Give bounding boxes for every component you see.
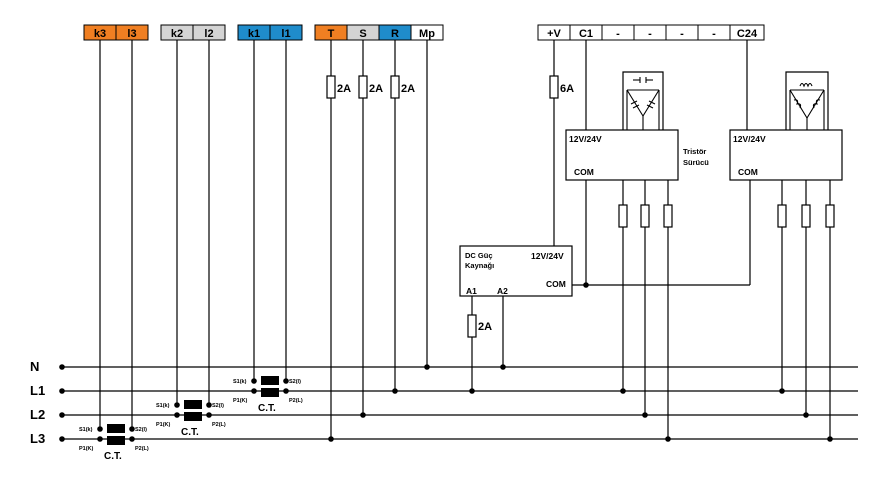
reactor-bank-icon [789,82,825,130]
terminal-R: R [391,28,399,40]
ct2-p1: P1(K) [156,422,171,428]
ct2-label: C.T. [181,427,199,438]
terminal-C1: C1 [579,28,593,40]
psu-a2: A2 [497,286,508,296]
ct-wires [99,40,287,429]
fuse-R-rating: 2A [401,83,415,95]
psu-wires [471,40,751,391]
driver2-voltage: 12V/24V [733,134,766,144]
label-L2: L2 [30,407,45,422]
thyristor-driver-1: 12V/24V COM [565,129,679,181]
ct3-label: C.T. [104,451,122,462]
terminal-dash-2: - [648,28,652,40]
terminal-C24: C24 [737,28,758,40]
ct3-s1: S1(k) [79,427,93,433]
driver-label-line1: Tristör [683,147,706,156]
terminal-dash-4: - [712,28,716,40]
driver1-fuses [618,204,673,228]
fuse-a1-rating: 2A [478,321,492,333]
terminal-dash-3: - [680,28,684,40]
psu-fuses: 6A 2A [467,75,574,338]
current-transformer-1: S1(k) S2(l) P1(K) P2(L) C.T. [233,376,303,414]
ct1-p1: P1(K) [233,398,248,404]
driver1-voltage: 12V/24V [569,134,602,144]
terminal-block-k3-l3: k3 l3 [83,24,149,41]
voltage-fuses: 2A 2A 2A [326,75,415,99]
capacitor-bank-icon [626,77,660,130]
terminal-l2: l2 [204,28,213,40]
terminal-block-k1-l1: k1 l1 [237,24,303,41]
label-N: N [30,359,39,374]
terminal-S: S [359,28,366,40]
driver2-com: COM [738,167,758,177]
driver2-junctions [779,388,833,442]
voltage-input-wires [330,40,428,439]
ct2-s2: S2(l) [212,403,224,409]
ct1-s1: S1(k) [233,379,247,385]
terminal-k1: k1 [248,28,260,40]
ct2-s1: S1(k) [156,403,170,409]
driver1-junctions [620,388,671,442]
ct3-s2: S2(l) [135,427,147,433]
terminal-k2: k2 [171,28,183,40]
voltage-junctions [328,364,430,442]
bus-line-labels: N L1 L2 L3 [30,359,65,446]
fuse-plus-v-rating: 6A [560,83,574,95]
terminal-l1: l1 [281,28,290,40]
psu-a1: A1 [466,286,477,296]
fuse-S-rating: 2A [369,83,383,95]
driver-label-line2: Sürücü [683,158,709,167]
terminal-dash-1: - [616,28,620,40]
ct1-label: C.T. [258,403,276,414]
terminal-plus-v: +V [547,28,561,40]
terminal-T: T [328,28,335,40]
bus-lines [62,366,858,440]
terminal-l3: l3 [127,28,136,40]
psu-title-line1: DC Güç [465,251,493,260]
terminal-block-tsr-mp: T S R Mp [314,24,444,41]
label-L1: L1 [30,383,45,398]
label-L3: L3 [30,431,45,446]
ct3-p1: P1(K) [79,446,94,452]
psu-voltage: 12V/24V [531,251,564,261]
current-transformer-3: S1(k) S2(l) P1(K) P2(L) C.T. [79,424,149,462]
psu-com: COM [546,279,566,289]
thyristor-driver-2: 12V/24V COM [729,129,843,181]
psu-junctions [469,282,589,394]
ct1-s2: S2(l) [289,379,301,385]
driver2-fuses [777,204,835,228]
terminal-block-outputs: +V C1 - - - - C24 [537,24,765,41]
terminal-Mp: Mp [419,28,435,40]
current-transformer-2: S1(k) S2(l) P1(K) P2(L) C.T. [156,400,226,438]
fuse-T-rating: 2A [337,83,351,95]
ct2-p2: P2(L) [212,422,226,428]
driver1-com: COM [574,167,594,177]
ct1-p2: P2(L) [289,398,303,404]
driver-label: Tristör Sürücü [683,147,709,167]
psu-title-line2: Kaynağı [465,261,494,270]
terminal-k3: k3 [94,28,106,40]
dc-power-supply: DC Güç Kaynağı 12V/24V COM A1 A2 [459,245,573,297]
ct3-p2: P2(L) [135,446,149,452]
terminal-block-k2-l2: k2 l2 [160,24,226,41]
